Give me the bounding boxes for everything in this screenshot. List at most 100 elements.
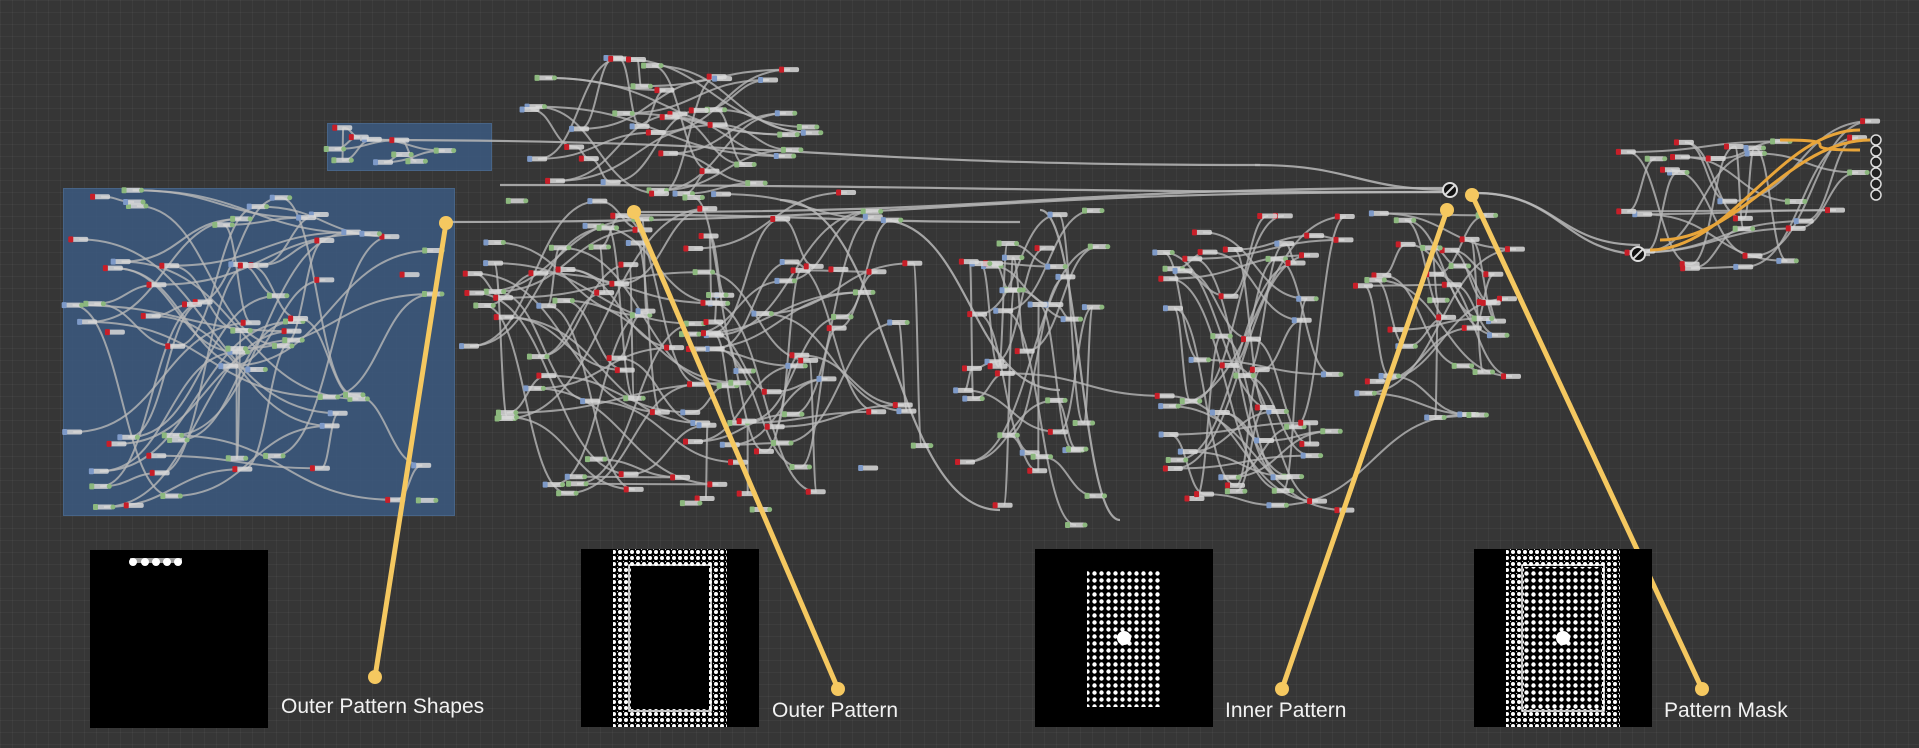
graph-node-port[interactable] <box>751 310 757 317</box>
graph-node-pin[interactable] <box>1206 357 1212 363</box>
graph-node-port[interactable] <box>887 319 893 326</box>
graph-node-pin[interactable] <box>1483 412 1489 418</box>
graph-node[interactable] <box>148 282 167 288</box>
graph-node-pin[interactable] <box>1016 287 1022 293</box>
graph-node-pin[interactable] <box>722 107 728 113</box>
graph-node-pin[interactable] <box>614 225 620 231</box>
graph-node-port[interactable] <box>1486 332 1492 339</box>
graph-node[interactable] <box>698 422 717 428</box>
graph-node-port[interactable] <box>314 237 320 244</box>
graph-node[interactable] <box>485 239 504 245</box>
graph-node-port[interactable] <box>749 506 755 513</box>
graph-node[interactable] <box>497 410 516 416</box>
graph-node[interactable] <box>1461 236 1480 242</box>
graph-node[interactable] <box>1675 139 1694 145</box>
graph-node-pin[interactable] <box>1099 304 1105 310</box>
graph-node[interactable] <box>507 198 526 204</box>
outer-pattern-shapes-thumbnail[interactable] <box>90 550 268 728</box>
graph-node-port[interactable] <box>373 159 379 166</box>
graph-node-port[interactable] <box>161 432 167 439</box>
graph-node-port[interactable] <box>1296 295 1302 302</box>
graph-node-port[interactable] <box>282 318 288 325</box>
graph-node-port[interactable] <box>1162 305 1168 312</box>
graph-node-port[interactable] <box>773 153 779 160</box>
graph-node-port[interactable] <box>1001 254 1007 261</box>
graph-node[interactable] <box>735 368 754 374</box>
graph-node-port[interactable] <box>1334 507 1340 514</box>
graph-node-port[interactable] <box>1732 215 1738 222</box>
graph-node-port[interactable] <box>658 150 664 157</box>
graph-node[interactable] <box>495 314 514 320</box>
graph-node-port[interactable] <box>1162 265 1168 272</box>
graph-node-port[interactable] <box>1441 281 1447 288</box>
graph-node-port[interactable] <box>523 385 529 392</box>
graph-node[interactable] <box>995 308 1014 314</box>
graph-node-port[interactable] <box>987 363 993 370</box>
graph-node-port[interactable] <box>399 271 405 278</box>
graph-node[interactable] <box>1354 283 1373 289</box>
output-node[interactable] <box>1870 167 1882 179</box>
graph-node[interactable] <box>298 215 317 221</box>
graph-node[interactable] <box>854 289 873 295</box>
graph-node-pin[interactable] <box>408 152 414 158</box>
graph-node-port[interactable] <box>483 288 489 295</box>
graph-node-port[interactable] <box>1501 373 1507 380</box>
graph-node-port[interactable] <box>495 409 501 416</box>
graph-node-port[interactable] <box>149 469 155 476</box>
graph-node-port[interactable] <box>1019 449 1025 456</box>
graph-node[interactable] <box>161 263 180 269</box>
graph-node-port[interactable] <box>1274 240 1280 247</box>
graph-node-port[interactable] <box>997 432 1003 439</box>
graph-node-port[interactable] <box>564 473 570 480</box>
graph-node-pin[interactable] <box>1313 296 1319 302</box>
graph-node-pin[interactable] <box>792 110 798 116</box>
graph-node-port[interactable] <box>578 155 584 162</box>
graph-node-port[interactable] <box>1352 282 1358 289</box>
graph-node-port[interactable] <box>683 245 689 252</box>
graph-node[interactable] <box>1370 210 1389 216</box>
graph-node-port[interactable] <box>343 391 349 398</box>
graph-node-pin[interactable] <box>1090 420 1096 426</box>
graph-node[interactable] <box>1634 211 1653 217</box>
graph-node-pin[interactable] <box>79 302 85 308</box>
graph-node-pin[interactable] <box>1864 169 1870 175</box>
graph-node[interactable] <box>1356 390 1375 396</box>
graph-node-port[interactable] <box>703 319 709 326</box>
graph-node-port[interactable] <box>317 394 323 401</box>
graph-node-port[interactable] <box>1298 252 1304 259</box>
graph-node-port[interactable] <box>659 114 665 121</box>
graph-node-pin[interactable] <box>898 217 904 223</box>
graph-node[interactable] <box>882 217 901 223</box>
graph-node-port[interactable] <box>781 411 787 418</box>
graph-node-port[interactable] <box>700 330 706 337</box>
graph-node-pin[interactable] <box>1761 145 1767 151</box>
graph-node[interactable] <box>862 208 881 214</box>
graph-node-port[interactable] <box>323 146 329 153</box>
graph-node-port[interactable] <box>1420 244 1426 251</box>
graph-node-port[interactable] <box>696 422 702 429</box>
graph-node-port[interactable] <box>670 474 676 481</box>
graph-node-port[interactable] <box>1179 398 1185 405</box>
graph-node-port[interactable] <box>1304 232 1310 239</box>
graph-node-port[interactable] <box>780 146 786 153</box>
graph-node-port[interactable] <box>527 155 533 162</box>
graph-node-port[interactable] <box>218 363 224 370</box>
graph-node-port[interactable] <box>1152 249 1158 256</box>
graph-node-port[interactable] <box>994 370 1000 377</box>
graph-node[interactable] <box>1268 502 1287 508</box>
graph-node[interactable] <box>699 206 718 212</box>
graph-node[interactable] <box>290 316 309 322</box>
graph-node-pin[interactable] <box>1099 208 1105 214</box>
graph-node-pin[interactable] <box>262 366 268 372</box>
graph-node-pin[interactable] <box>1444 297 1450 303</box>
graph-node-port[interactable] <box>102 265 108 272</box>
graph-node-port[interactable] <box>159 262 165 269</box>
graph-node[interactable] <box>1256 405 1275 411</box>
graph-node-pin[interactable] <box>439 291 445 297</box>
graph-node-port[interactable] <box>263 452 269 459</box>
graph-node[interactable] <box>1160 403 1179 409</box>
graph-node-pin[interactable] <box>335 394 341 400</box>
graph-node[interactable] <box>1485 271 1504 277</box>
graph-node[interactable] <box>860 465 879 471</box>
graph-node[interactable] <box>787 363 806 369</box>
